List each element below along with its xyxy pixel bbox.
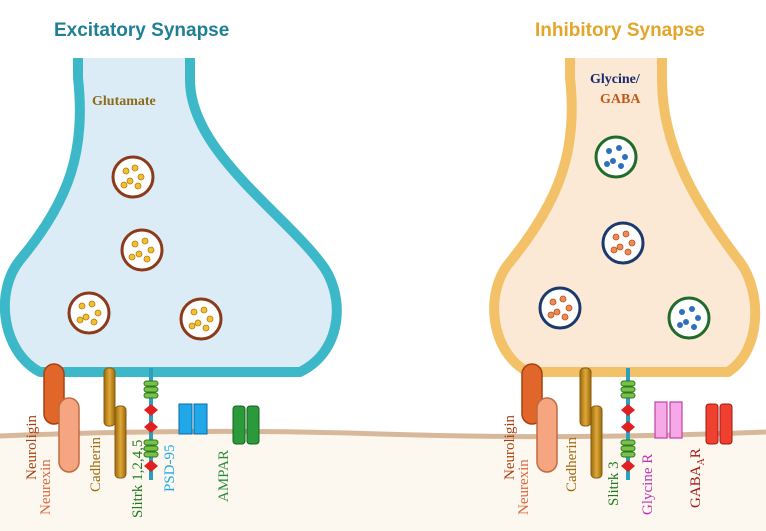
glycine-r-label: Glycine R xyxy=(640,453,656,515)
glutamate-vesicle xyxy=(111,155,155,199)
slitrk-protein xyxy=(620,368,636,480)
neurexin-label: Neurexin xyxy=(516,459,532,515)
excitatory-synapse-title: Excitatory Synapse xyxy=(54,20,230,41)
glycine-vesicle xyxy=(667,296,711,340)
psd95-protein xyxy=(178,403,208,435)
ampar-protein xyxy=(232,405,260,445)
glutamate-vesicle xyxy=(179,297,223,341)
cadherin-label: Cadherin xyxy=(88,437,104,492)
cadherin-label: Cadherin xyxy=(564,437,580,492)
gaba-label: GABA xyxy=(600,92,641,107)
inhibitory-synapse-title: Inhibitory Synapse xyxy=(535,20,705,41)
postsynaptic-cell xyxy=(0,431,766,531)
slitrk-label: Slitrk 3 xyxy=(606,461,622,506)
psd95-label: PSD-95 xyxy=(162,444,178,492)
cadherin-protein xyxy=(579,367,603,479)
gabaar-label-main: GABA xyxy=(688,465,704,508)
neurexin-protein xyxy=(58,397,80,473)
neurexin-protein xyxy=(536,397,558,473)
slitrk-protein xyxy=(143,368,159,480)
gabaar-label-subscript: A xyxy=(696,458,707,466)
gaba-vesicle xyxy=(601,221,645,265)
neurexin-label: Neurexin xyxy=(38,459,54,515)
glutamate-vesicle xyxy=(67,291,111,335)
glutamate-vesicle xyxy=(120,228,164,272)
glycine-vesicle xyxy=(594,135,638,179)
slitrk-label: Slitrk 1,2,4,5 xyxy=(130,439,146,518)
glutamate-label: Glutamate xyxy=(92,94,156,109)
gabaar-label-end: R xyxy=(688,448,704,459)
gabaa-receptor-protein xyxy=(705,403,733,445)
gaba-vesicle xyxy=(538,286,582,330)
cadherin-protein xyxy=(103,367,127,479)
glycine-label: Glycine/ xyxy=(590,72,640,87)
glycine-receptor-protein xyxy=(654,401,683,439)
gabaar-label: GABAAR xyxy=(688,448,707,508)
ampar-label: AMPAR xyxy=(216,450,232,502)
excitatory-presynaptic-terminal xyxy=(0,58,342,377)
